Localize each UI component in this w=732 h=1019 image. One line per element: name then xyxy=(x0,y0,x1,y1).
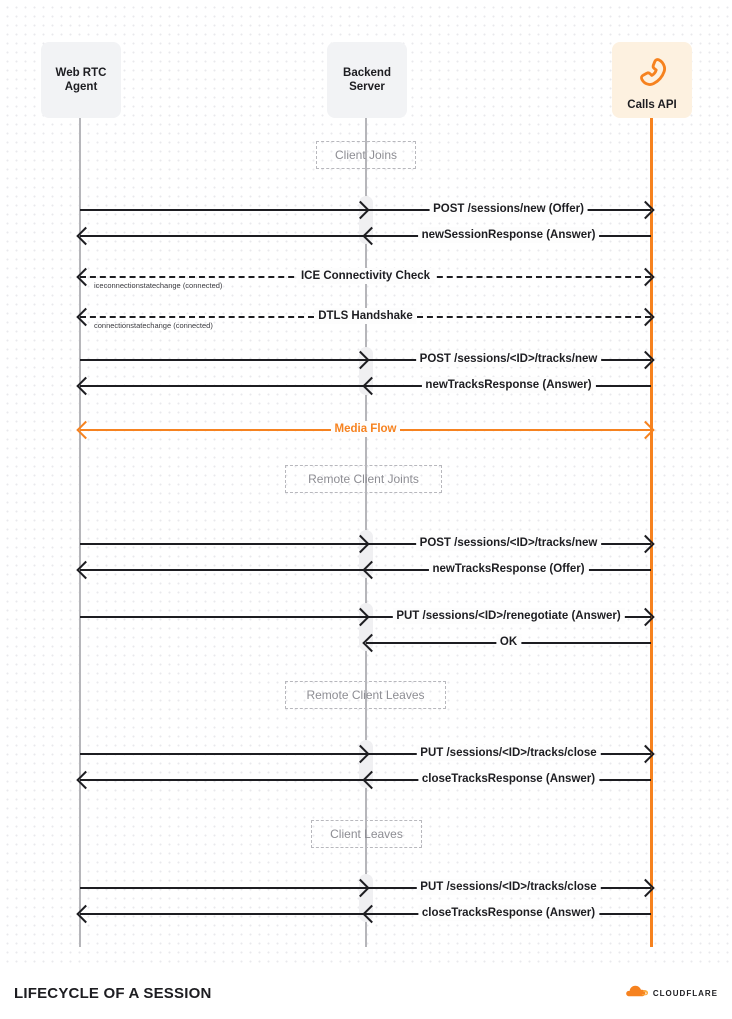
message-line xyxy=(80,569,366,571)
message-label: newTracksResponse (Offer) xyxy=(428,561,589,577)
message-label: PUT /sessions/<ID>/renegotiate (Answer) xyxy=(392,608,625,624)
message-sublabel: iceconnectionstatechange (connected) xyxy=(94,281,223,290)
actor-box-2[interactable]: Calls API xyxy=(612,42,692,118)
message-label: OK xyxy=(495,634,522,650)
lifeline-0 xyxy=(79,118,81,947)
message-label: newSessionResponse (Answer) xyxy=(417,227,600,243)
actor-box-1[interactable]: Backend Server xyxy=(327,42,407,118)
message-line xyxy=(80,543,366,545)
message-label: closeTracksResponse (Answer) xyxy=(417,771,600,787)
message-line xyxy=(80,779,366,781)
message-label: PUT /sessions/<ID>/tracks/close xyxy=(416,745,601,761)
message-line xyxy=(80,887,366,889)
activation-bar xyxy=(359,603,373,651)
message-line xyxy=(80,209,366,211)
cloudflare-wordmark: CLOUDFLARE xyxy=(652,988,718,998)
phone-icon xyxy=(632,55,672,96)
message-label: closeTracksResponse (Answer) xyxy=(417,905,600,921)
message-label: ICE Connectivity Check xyxy=(296,268,435,284)
section-label: Client Leaves xyxy=(311,820,422,848)
activation-bar xyxy=(359,196,373,244)
lifeline-2 xyxy=(649,118,653,947)
message-label: PUT /sessions/<ID>/tracks/close xyxy=(416,879,601,895)
message-label: POST /sessions/<ID>/tracks/new xyxy=(415,351,602,367)
section-label-text: Client Joins xyxy=(334,148,398,162)
message-line xyxy=(80,359,366,361)
section-label-text: Remote Client Leaves xyxy=(306,688,425,702)
page-title: LIFECYCLE OF A SESSION xyxy=(14,984,212,1002)
actor-name: Backend Server xyxy=(343,67,391,93)
section-label-text: Client Leaves xyxy=(330,827,403,841)
actor-name: Calls API xyxy=(627,98,677,111)
cloud-icon xyxy=(626,984,648,1002)
message-label: Media Flow xyxy=(330,421,401,437)
section-label: Remote Client Leaves xyxy=(285,681,446,709)
cloudflare-logo: CLOUDFLARE xyxy=(626,984,718,1002)
message-label: newTracksResponse (Answer) xyxy=(421,377,596,393)
actor-box-0[interactable]: Web RTC Agent xyxy=(41,42,121,118)
section-label: Remote Client Joints xyxy=(285,465,442,493)
message-line xyxy=(80,385,366,387)
message-label: POST /sessions/new (Offer) xyxy=(429,201,588,217)
message-label: POST /sessions/<ID>/tracks/new xyxy=(415,535,602,551)
section-label-text: Remote Client Joints xyxy=(308,472,419,486)
message-line xyxy=(80,913,366,915)
activation-bar xyxy=(359,530,373,578)
message-sublabel: connectionstatechange (connected) xyxy=(94,321,213,330)
section-label: Client Joins xyxy=(316,141,416,169)
message-line xyxy=(80,235,366,237)
activation-bar xyxy=(359,874,373,922)
message-line xyxy=(80,753,366,755)
activation-bar xyxy=(359,740,373,788)
message-label: DTLS Handshake xyxy=(314,308,417,324)
message-line xyxy=(80,616,366,618)
footer: LIFECYCLE OF A SESSION CLOUDFLARE xyxy=(0,967,732,1019)
actor-name: Web RTC Agent xyxy=(55,67,107,93)
